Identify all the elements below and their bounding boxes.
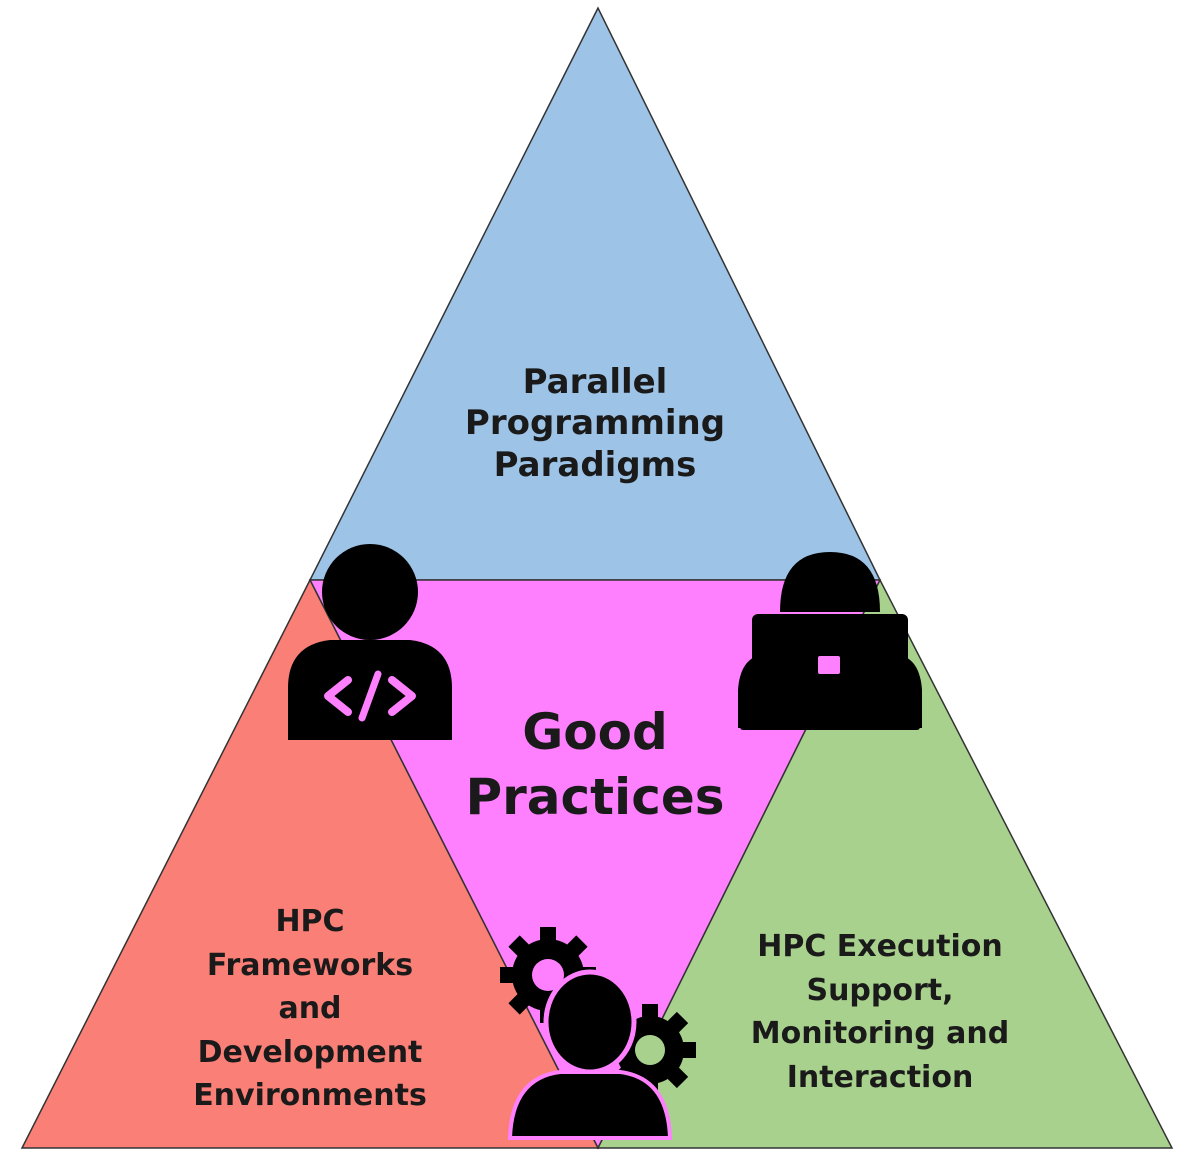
center-section-label: Good Practices xyxy=(450,700,740,830)
right-label-line: Monitoring and xyxy=(750,1016,1010,1051)
developer-code-icon xyxy=(288,544,452,740)
person-gears-icon xyxy=(500,927,696,1140)
center-label-line: Practices xyxy=(465,768,725,826)
left-label-line: and xyxy=(278,991,342,1026)
left-label-line: Frameworks xyxy=(206,947,414,983)
left-section-label: HPC Frameworks and Development Environme… xyxy=(160,900,460,1118)
top-label-line: Parallel xyxy=(522,362,668,402)
left-label-line: HPC xyxy=(275,904,345,939)
right-label-line: Interaction xyxy=(786,1059,974,1095)
top-section-label: Parallel Programming Paradigms xyxy=(445,362,745,486)
left-label-line: Environments xyxy=(193,1078,427,1113)
right-section-label: HPC Execution Support, Monitoring and In… xyxy=(720,925,1040,1099)
left-label-line: Development xyxy=(197,1034,423,1070)
right-section-shape xyxy=(596,578,1174,1149)
person-laptop-icon xyxy=(738,552,922,730)
right-label-line: HPC Execution xyxy=(757,929,1003,964)
top-section-shape xyxy=(308,6,882,581)
top-label-line: Programming xyxy=(464,403,726,444)
center-label-line: Good xyxy=(522,703,668,761)
right-label-line: Support, xyxy=(806,972,954,1008)
top-label-line: Paradigms xyxy=(493,444,697,485)
left-section-shape xyxy=(20,578,600,1149)
